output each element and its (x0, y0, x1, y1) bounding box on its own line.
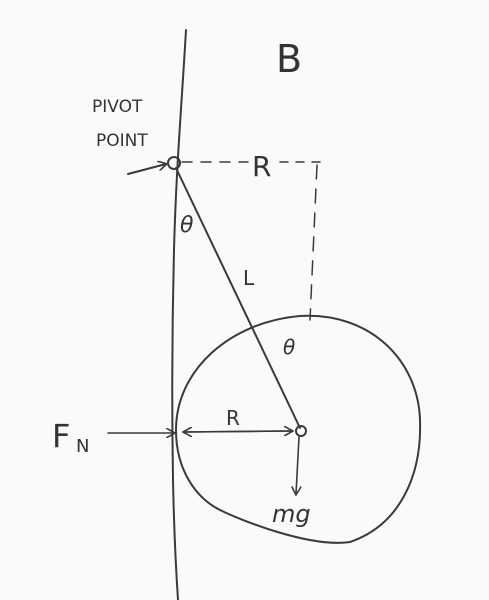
pivot-point-circle (167, 156, 181, 170)
weight-label: mg (272, 500, 311, 528)
radius-arrow-left (184, 431, 293, 432)
ball-outline (175, 314, 422, 544)
center-of-mass-circle (295, 425, 307, 437)
length-label: L (243, 266, 255, 290)
string-line (175, 167, 301, 429)
radius-label: R (226, 406, 240, 430)
pivot-arrow (127, 164, 166, 175)
wall-line (171, 29, 187, 600)
weight-arrow (296, 436, 299, 494)
angle-label-top: θ (180, 213, 194, 238)
top-distance-label: R (252, 150, 271, 183)
panel-label: B (276, 37, 302, 81)
pivot-label-line1: PIVOT (92, 97, 143, 117)
pivot-label-line2: POINT (96, 131, 148, 151)
vertical-dashed-line (309, 164, 318, 321)
normal-force-subscript: N (76, 436, 89, 457)
normal-force-label: F (52, 417, 70, 455)
angle-label-bottom: θ (283, 335, 295, 359)
